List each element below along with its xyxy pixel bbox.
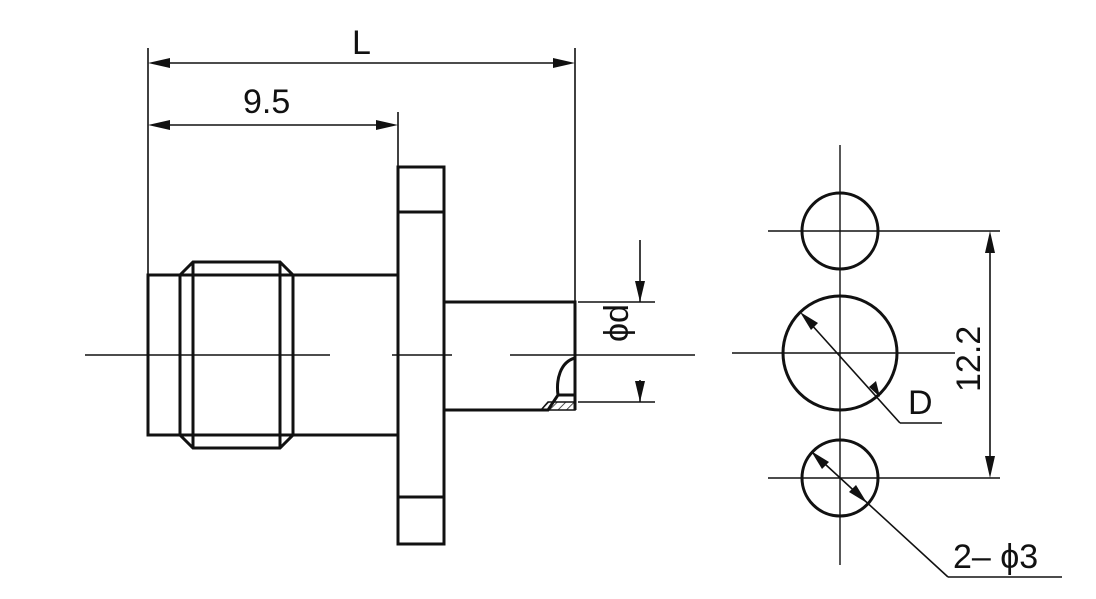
- dimension-9-5-label: 9.5: [243, 83, 290, 121]
- side-view: [85, 165, 695, 546]
- center-pin: [444, 300, 577, 412]
- dimension-L-label: L: [352, 24, 371, 62]
- dimension-L: L: [147, 24, 576, 302]
- pin-cut-hatch: [539, 401, 576, 411]
- d-leader: [809, 322, 901, 424]
- d-label: D: [908, 384, 933, 422]
- hole-spacing-label: 12.2: [950, 326, 988, 392]
- mount-hole-leader: [812, 452, 949, 578]
- dimension-pin-diameter-label: ϕd: [598, 304, 636, 342]
- dimension-pin-diameter: ϕd: [578, 240, 655, 403]
- mount-holes-label: 2– ϕ3: [953, 538, 1038, 576]
- front-view: 12.2 D 2– ϕ3: [732, 145, 1062, 578]
- dimension-9-5: 9.5: [148, 83, 399, 167]
